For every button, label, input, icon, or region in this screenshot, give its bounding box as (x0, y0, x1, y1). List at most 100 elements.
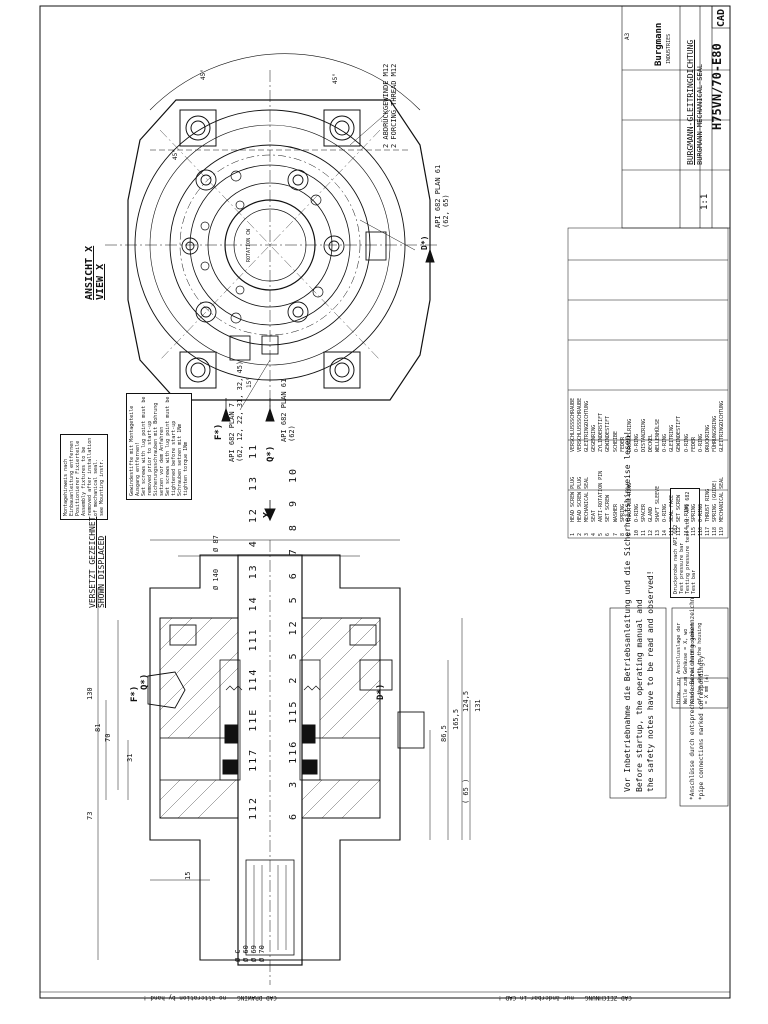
part-name-en: SHAFT SLEEVE (655, 485, 662, 522)
parts-list-row: 5ANTI-ROTATION PINZYLINDERSTIFT (598, 398, 605, 536)
part-name-en: THROTTLE RING (626, 482, 633, 522)
port-q-section: Q*) (140, 673, 150, 690)
view-label-en: VIEW X (95, 263, 106, 300)
parts-list-row: 6SET SCREWGEWINDESTIFT (605, 398, 612, 536)
dim-d60: Ø 60 (242, 945, 250, 962)
parts-list-rows: 1 HEAD SCREW PLUG VERSCHLUSSSCHRAUBE 2 HEAD … (570, 398, 726, 536)
parts-list-row: 3MECHANICAL SEALGLEITRINGDICHTUNG (584, 398, 591, 536)
part-name-en: SPRING (GUIDE) (711, 479, 718, 522)
parts-list-row: 1 HEAD SCREW PLUG VERSCHLUSSSCHRAUBE (570, 398, 577, 536)
part-name-en: SPRING (690, 503, 697, 522)
footer-left: CAD-ZEICHNUNG - nur änderbar in CAD ! (498, 994, 632, 1001)
part-pos: 116 (697, 526, 704, 536)
dim-dc: Ø C (234, 949, 242, 962)
format-mark: A3 (624, 32, 631, 40)
part-name-de: DISTANZRING (640, 418, 647, 452)
part-pos: 14 (662, 529, 669, 536)
part-name-en: SPACER (640, 503, 647, 522)
part-name-de: DROSSELRING (626, 418, 633, 452)
dim-65: ( 65 ) (462, 778, 470, 804)
part-name-en: THRUST RING (704, 488, 711, 522)
part-name-en: SET SCREW (676, 494, 683, 522)
note-mounting: Montagehinweis nach Einbauanleitung entf… (60, 433, 108, 520)
part-name-en: O-RING (633, 503, 640, 522)
dim-73: 73 (86, 811, 94, 820)
part-pos: 5 (598, 532, 605, 536)
drawing-scale: 1:1 (700, 193, 710, 210)
part-name-en: O-RING (683, 503, 690, 522)
drawing-number: H75VN/70-E80 (710, 43, 724, 130)
view-label-de: ANSICHT X (84, 245, 95, 300)
parts-list-row: 119MECHANICAL SEALGLEITRINGDICHTUNG (719, 398, 726, 536)
dim-81: 81 (94, 723, 102, 732)
part-name-de: FEDER (619, 436, 626, 452)
part-name-de: ZYLINDERSTIFT (598, 412, 605, 452)
part-pos: 114 (683, 526, 690, 536)
part-name-de: WELLENHÜLSE (655, 418, 662, 452)
parts-list-row: 14 O-RING O-RING (662, 398, 669, 536)
part-pos: 118 (711, 526, 718, 536)
port-f-section: F*) (130, 685, 140, 702)
angle-45c: 45° (172, 149, 179, 160)
footer-right: CAD-DRAWING - no alteration by hand ! (143, 994, 277, 1001)
title-block-grid (621, 5, 731, 229)
part-pos: 7 (612, 532, 619, 536)
part-pos: 13 (655, 529, 662, 536)
thread-annotation: 2 ABDRÜCKGEWINDE M12 2 FORCING THREAD M1… (382, 64, 398, 148)
api-plan-7: API 682 PLAN 7 (62, 12, 22, 31, 32, 45) (228, 360, 244, 462)
note-frames (609, 607, 729, 807)
parts-list-row: 111SEAL FACEGLEITRING (669, 398, 676, 536)
part-pos: 117 (704, 526, 711, 536)
part-name-en: O-RING (697, 503, 704, 522)
part-pos: 3 (584, 532, 591, 536)
part-pos: 11 (640, 529, 647, 536)
part-name-de: SCHEIBE (612, 430, 619, 452)
position-numbers-bottom: 6 3 116 115 2 5 12 5 6 7 8 9 10 (288, 466, 299, 820)
part-name-de: O-RING (662, 433, 669, 452)
parts-list-row: 2HEAD SCREW PLUGVERSCHLUSSSCHRAUBE (577, 398, 584, 536)
part-name-de: FEDER (690, 436, 697, 452)
api-plan-61-lower: API 682 PLAN 61 (62) (280, 378, 296, 442)
part-name-de: GLEITRINGDICHTUNG (718, 400, 725, 452)
cad-mark: CAD (716, 8, 727, 27)
dim-165-5: 165,5 (452, 708, 460, 730)
angle-45b: 45° (332, 73, 339, 84)
part-pos: 115 (690, 526, 697, 536)
dim-d70: Ø 70 (258, 945, 266, 962)
part-name-en: SEAL FACE (669, 494, 676, 522)
parts-list-row: 7 WASHER SCHEIBE (613, 398, 620, 536)
part-name-en: MECHANICAL SEAL (584, 476, 591, 522)
parts-list: 1 HEAD SCREW PLUG VERSCHLUSSSCHRAUBE 2 HEAD … (570, 398, 726, 536)
part-name-en: WASHER (612, 503, 619, 522)
part-pos: 12 (648, 529, 655, 536)
parts-list-row: 9THROTTLE RINGDROSSELRING (627, 398, 634, 536)
position-numbers-top: 112 117 11E 114 111 14 13 4 12 13 11 (248, 442, 259, 820)
parts-list-row: 112SET SCREWGEWINDESTIFT (676, 398, 683, 536)
part-pos: 1 (570, 532, 576, 536)
note-threads: Gewindestifte mit Montageteile Ausgang e… (126, 392, 192, 500)
thread-en: 2 FORCING THREAD M12 (390, 63, 398, 148)
port-d-upper: D*) (420, 236, 429, 250)
thread-de: 2 ABDRÜCKGEWINDE M12 (382, 63, 390, 148)
part-name-de: DRUCKRING (704, 424, 711, 452)
part-name-de: GLEITRING (669, 424, 676, 452)
part-name-de: VERSCHLUSSSCHRAUBE (570, 397, 576, 452)
part-name-de: GEGENRING (591, 424, 598, 452)
parts-list-row: 4SEATGEGENRING (591, 398, 598, 536)
api-plan-61-upper: API 682 PLAN 61 (62, 65) (434, 164, 450, 228)
part-pos: 2 (577, 532, 584, 536)
part-pos: 6 (605, 532, 612, 536)
part-name-de: O-RING (633, 433, 640, 452)
port-q-upper: Q*) (266, 445, 276, 462)
port-f-upper: F*) (214, 423, 224, 440)
dim-130: 130 (86, 687, 94, 700)
dim-131: 131 (474, 699, 482, 712)
part-pos: 119 (718, 526, 725, 536)
view-arrows (221, 248, 435, 522)
part-name-en: HEAD SCREW PLUG (570, 476, 576, 522)
part-pos: 8 (619, 532, 626, 536)
part-name-en: O-RING (662, 503, 669, 522)
part-name-en: HEAD SCREW PLUG (577, 476, 584, 522)
dim-d140: Ø 140 (212, 568, 220, 590)
